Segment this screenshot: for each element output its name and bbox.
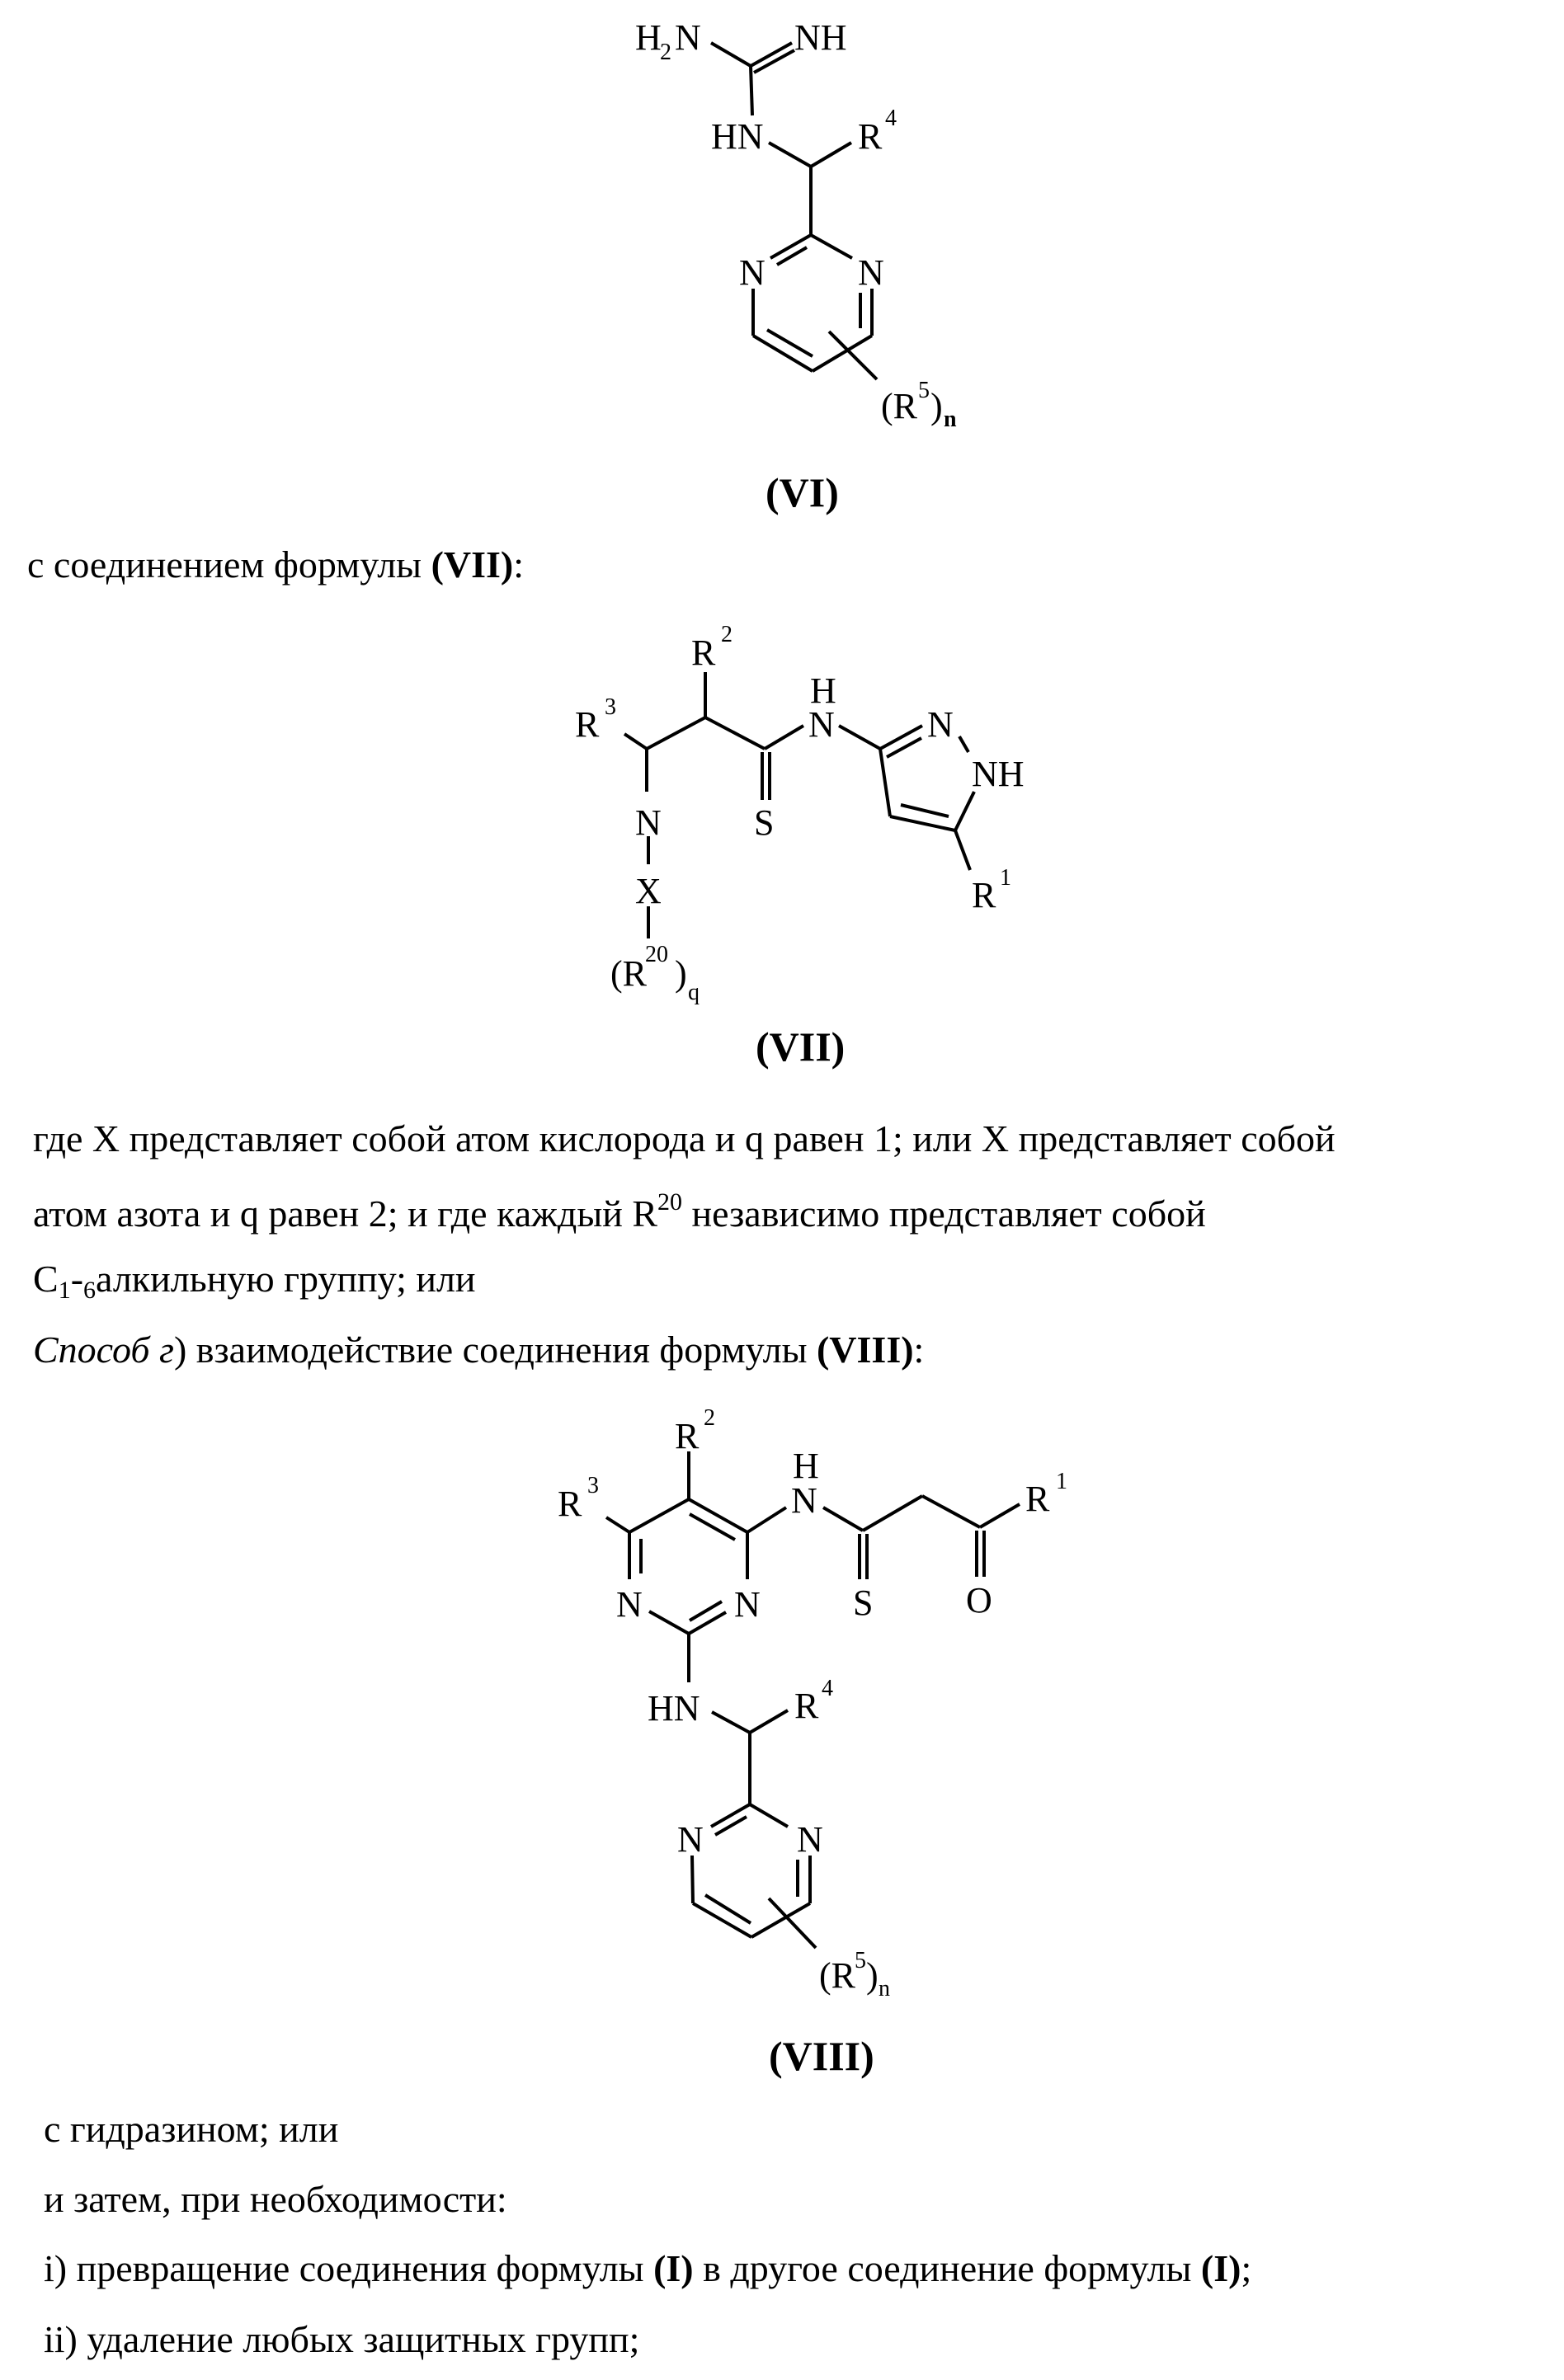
svg-text:R: R (675, 1416, 700, 1456)
svg-text:3: 3 (605, 694, 616, 720)
method-g-label: Способ г (33, 1329, 174, 1371)
svg-text:1: 1 (1000, 865, 1011, 891)
svg-text:R: R (558, 1484, 582, 1524)
svg-text:R: R (972, 875, 996, 915)
atom-nh: NH (794, 17, 847, 58)
svg-text:N: N (791, 1480, 817, 1521)
step-ii: ii) удаление любых защитных групп; (44, 2318, 640, 2360)
atom-r1: R 1 (1025, 1469, 1067, 1519)
atom-x: X (635, 871, 662, 911)
atom-r4: R 4 (794, 1676, 833, 1726)
svg-text:4: 4 (822, 1676, 833, 1701)
svg-text:(R: (R (819, 1955, 856, 1996)
svg-text:2: 2 (704, 1405, 715, 1431)
atom-r4: R 4 (858, 106, 897, 157)
atom-r3: R 3 (558, 1473, 599, 1524)
svg-text:H: H (793, 1446, 819, 1486)
atom-hn: HN (711, 116, 764, 157)
svg-text:): ) (675, 953, 687, 994)
svg-text:N: N (808, 704, 835, 745)
formula-ref-i: (I) (1200, 2247, 1241, 2289)
definition-line-3: C1-6алкильную группу; или (33, 1258, 476, 1304)
svg-text:R: R (691, 633, 716, 673)
svg-text:n: n (879, 1976, 890, 2001)
svg-text:20: 20 (645, 942, 668, 967)
svg-text:): ) (930, 386, 943, 426)
svg-text:R: R (1025, 1479, 1050, 1519)
atom-n-left: N (616, 1584, 643, 1625)
formula-ref-i: (I) (653, 2247, 694, 2289)
atom-nh-amide: H N (808, 670, 836, 745)
atom-o: O (966, 1580, 992, 1620)
atom-n-left: N (739, 252, 766, 293)
atom-pyrimidine-n-left: N (677, 1819, 704, 1860)
structure-formula-vi: H 2 N NH HN R 4 N N (R 5 ) n (635, 17, 957, 432)
closing-line-hydrazine: с гидразином; или (44, 2108, 339, 2150)
svg-text:q: q (688, 980, 700, 1005)
svg-text:3: 3 (587, 1473, 599, 1498)
svg-text:1: 1 (1056, 1469, 1067, 1494)
atom-r3: R 3 (575, 694, 616, 745)
svg-text:5: 5 (855, 1948, 866, 1973)
atom-r1: R 1 (972, 865, 1011, 915)
atom-s: S (754, 802, 774, 843)
svg-text:H: H (635, 17, 662, 58)
atom-hn: HN (648, 1688, 700, 1729)
formula-label-vii: (VII) (756, 1023, 846, 1070)
substituent-r20q: (R 20 ) q (610, 942, 700, 1005)
text-vii-intro: с соединением формулы (VII): (27, 543, 525, 586)
formula-ref-vii: (VII) (431, 543, 514, 586)
atom-nh-amide: H N (791, 1446, 819, 1521)
atom-h2n: H 2 N (635, 17, 701, 65)
atom-n-right: N (858, 252, 884, 293)
atom-n-right: N (734, 1584, 761, 1625)
atom-pyrazole-n: N (927, 704, 954, 745)
formula-label-viii: (VIII) (769, 2033, 874, 2079)
definition-line-1: где X представляет собой атом кислорода … (33, 1117, 1336, 1159)
svg-text:R: R (858, 116, 883, 157)
svg-text:N: N (675, 17, 701, 58)
substituent-r5n: (R 5 ) n (881, 378, 957, 432)
svg-text:2: 2 (721, 622, 733, 647)
svg-text:2: 2 (660, 40, 671, 65)
definition-line-2: атом азота и q равен 2; и где каждый R20… (33, 1188, 1206, 1235)
svg-text:(R: (R (610, 953, 648, 994)
svg-text:5: 5 (918, 378, 930, 403)
svg-text:(R: (R (881, 386, 918, 426)
method-g-line: Способ г) взаимодействие соединения форм… (33, 1329, 925, 1371)
atom-n-hydrazone: N (635, 802, 662, 843)
formula-label-vi: (VI) (766, 469, 839, 515)
svg-text:4: 4 (885, 106, 897, 131)
atom-r2: R 2 (691, 622, 733, 673)
atom-s: S (853, 1583, 873, 1623)
substituent-r5n: (R 5 ) n (819, 1948, 890, 2001)
formula-ref-viii: (VIII) (816, 1329, 914, 1371)
svg-text:): ) (866, 1955, 879, 1996)
svg-text:H: H (810, 670, 836, 711)
svg-text:n: n (944, 407, 957, 432)
svg-text:R: R (794, 1686, 819, 1726)
closing-line-then: и затем, при необходимости: (44, 2178, 507, 2220)
step-i: i) превращение соединения формулы (I) в … (44, 2247, 1252, 2289)
atom-pyrimidine-n-right: N (797, 1819, 823, 1860)
svg-text:R: R (575, 704, 600, 745)
atom-r2: R 2 (675, 1405, 715, 1456)
atom-pyrazole-nh: NH (972, 754, 1025, 794)
